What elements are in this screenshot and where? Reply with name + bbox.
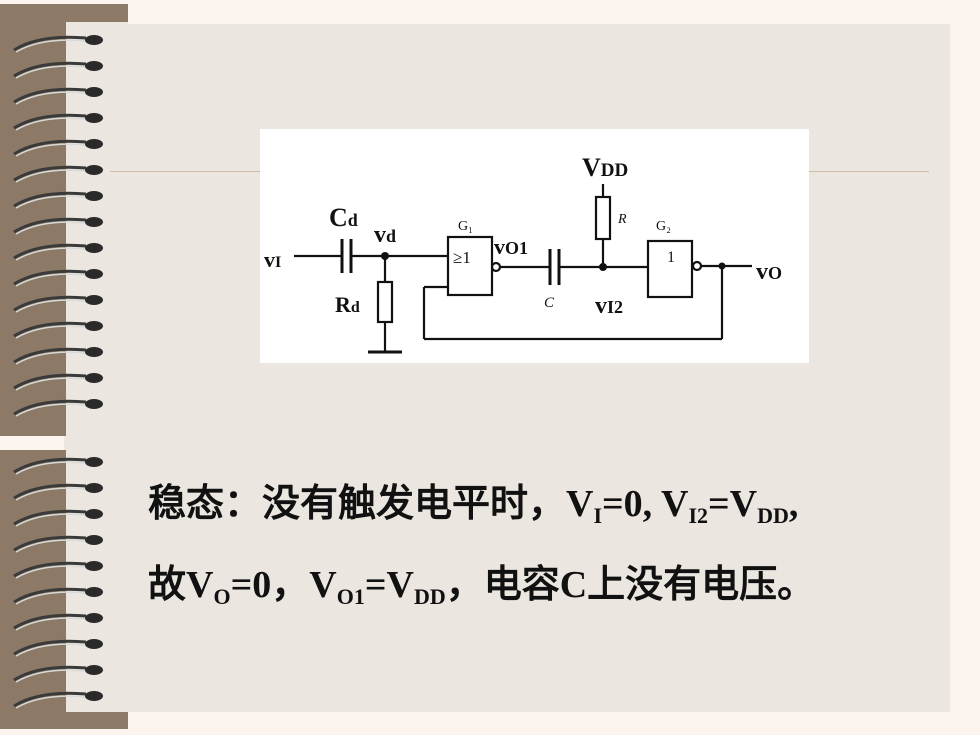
- label-r: R: [617, 212, 627, 227]
- label-vo1: vO1: [494, 234, 528, 259]
- steady-state-line-2: 故VO=0，VO1=VDD，电容C上没有电压。: [148, 564, 816, 609]
- spiral-ring: [13, 217, 103, 235]
- spiral-ring: [13, 113, 103, 131]
- label-g1: G₁: [458, 219, 473, 234]
- spiral-ring: [13, 373, 103, 391]
- label-vi: vI: [264, 247, 281, 272]
- label-g1-symbol: ≥1: [453, 248, 471, 267]
- g1-output-bubble: [490, 261, 502, 273]
- spiral-ring: [13, 399, 103, 417]
- spiral-ring: [13, 613, 103, 631]
- steady-state-line-1: 稳态：没有触发电平时，VI=0, VI2=VDD,: [148, 483, 799, 528]
- spiral-ring: [13, 87, 103, 105]
- label-g2-symbol: 1: [667, 249, 675, 266]
- spiral-ring: [13, 243, 103, 261]
- gate-g2: [646, 239, 694, 299]
- spiral-ring: [13, 509, 103, 527]
- spiral-ring: [13, 483, 103, 501]
- node-vo-dot: [718, 262, 726, 270]
- resistor-rd: [376, 280, 394, 324]
- node-vi2-dot: [599, 263, 607, 271]
- spiral-ring: [13, 561, 103, 579]
- spiral-ring: [13, 139, 103, 157]
- node-vd-dot: [381, 252, 389, 260]
- spiral-binding: [0, 4, 128, 729]
- spiral-ring: [13, 165, 103, 183]
- spiral-ring: [13, 35, 103, 53]
- label-vd: vd: [374, 222, 396, 248]
- spiral-ring: [13, 457, 103, 475]
- label-vdd: VDD: [582, 153, 628, 182]
- resistor-r: [594, 195, 612, 241]
- label-g2: G₂: [656, 219, 671, 234]
- g2-output-bubble: [691, 260, 703, 272]
- spiral-ring: [13, 665, 103, 683]
- monostable-circuit-diagram: VDD Cd vd vI Rd G₁ ≥1 vO1 R G₂ 1 C vI2 v…: [260, 129, 809, 363]
- spiral-ring: [13, 321, 103, 339]
- title-rule-right: [809, 171, 929, 172]
- spiral-ring: [13, 691, 103, 709]
- spiral-ring: [13, 295, 103, 313]
- label-vi2: vI2: [595, 293, 623, 319]
- spiral-ring: [13, 269, 103, 287]
- label-vo: vO: [756, 259, 782, 285]
- spiral-ring: [13, 61, 103, 79]
- spiral-ring: [13, 587, 103, 605]
- label-c: C: [544, 295, 555, 311]
- spiral-ring: [13, 191, 103, 209]
- title-rule-left: [110, 171, 260, 172]
- spiral-ring: [13, 535, 103, 553]
- label-cd: Cd: [329, 203, 358, 232]
- spiral-ring: [13, 639, 103, 657]
- spiral-ring: [13, 347, 103, 365]
- label-rd: Rd: [335, 292, 360, 317]
